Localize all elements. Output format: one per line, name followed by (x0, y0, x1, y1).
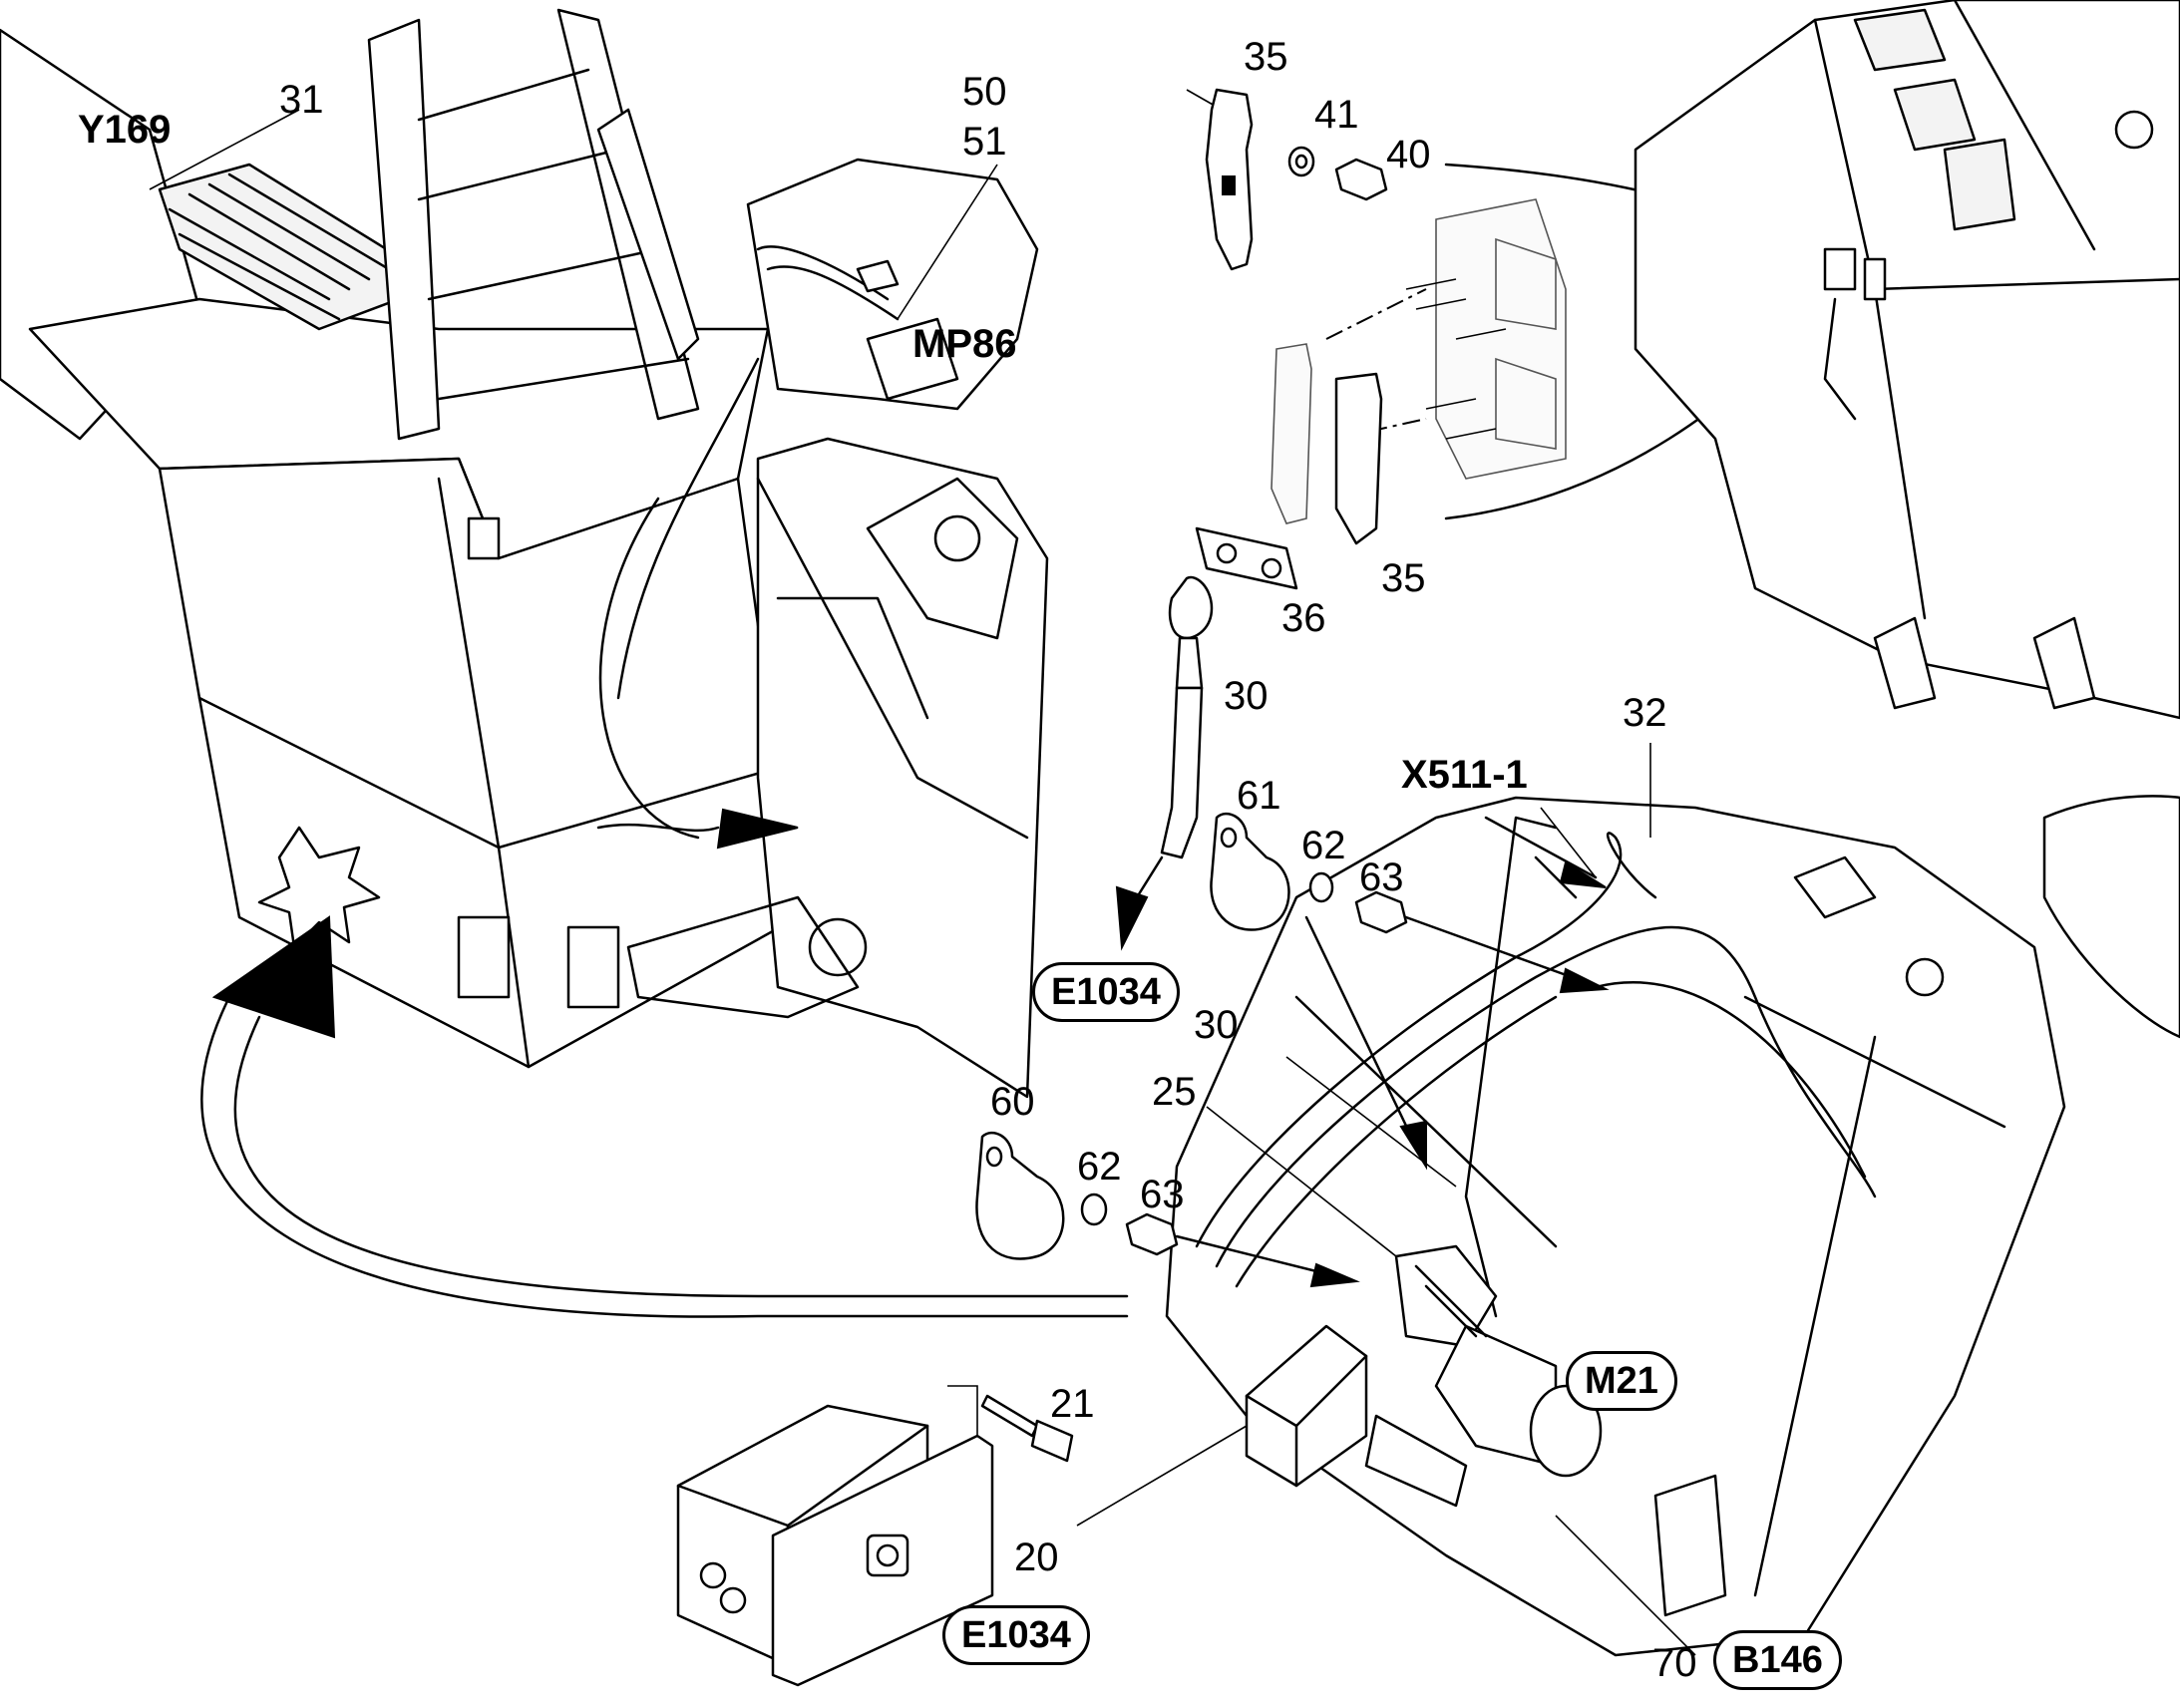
callout-35-top: 35 (1244, 35, 1288, 79)
callout-30-low: 30 (1194, 1003, 1239, 1047)
callout-40: 40 (1386, 133, 1431, 176)
leader-arrows (1175, 816, 1610, 1288)
stud-bolts (1405, 278, 1507, 440)
nut-40 (1334, 158, 1388, 201)
callout-62-low: 62 (1077, 1145, 1122, 1189)
nut-63-top (1354, 890, 1408, 934)
callout-63-top: 63 (1359, 855, 1404, 899)
callout-30-cable: 30 (1224, 674, 1269, 718)
washer-62-top (1308, 871, 1334, 903)
left-chassis-assembly (0, 8, 800, 1069)
mast-frame (367, 8, 700, 441)
callout-51: 51 (962, 120, 1007, 164)
callout-25: 25 (1152, 1070, 1197, 1114)
fuse-strip-part (1186, 88, 1254, 271)
callout-y169: Y169 (78, 108, 172, 152)
callout-e1034-low: E1034 (942, 1605, 1090, 1665)
label-leaders (149, 109, 1696, 1656)
right-frame-assembly (1634, 0, 2180, 720)
callout-e1034-top: E1034 (1032, 962, 1180, 1022)
callout-mp86: MP86 (912, 322, 1017, 366)
nut-63-low (1125, 1212, 1179, 1256)
screw-21 (947, 1385, 1074, 1463)
callout-70: 70 (1652, 1641, 1697, 1685)
callout-21: 21 (1050, 1382, 1095, 1426)
fuse-holder-block (1271, 198, 1567, 545)
callout-35-mid: 35 (1381, 556, 1426, 600)
cable-carrier-chain (158, 163, 421, 331)
callout-32: 32 (1623, 691, 1667, 735)
lower-frame-assembly (1165, 795, 2180, 1657)
callout-60: 60 (990, 1080, 1035, 1124)
junction-box-20 (1245, 1324, 1368, 1488)
flow-arrow-left (200, 915, 1129, 1318)
callout-31: 31 (279, 78, 324, 122)
mp86-detail-bubble (746, 158, 1039, 411)
callout-50: 50 (962, 70, 1007, 114)
callout-63-low: 63 (1140, 1173, 1185, 1216)
callout-62-top: 62 (1301, 824, 1346, 867)
detail-panel-frame (596, 437, 1049, 1099)
callout-61: 61 (1237, 774, 1281, 818)
callout-m21: M21 (1566, 1351, 1677, 1411)
washer-62-low (1080, 1193, 1108, 1226)
wire-harness-32 (1195, 832, 1877, 1288)
link-plate-36 (1195, 526, 1298, 590)
cutaway-star-marker (257, 826, 381, 949)
callout-36: 36 (1281, 596, 1326, 640)
housing-e1034 (676, 1404, 994, 1687)
cable-clamp-61 (1210, 812, 1290, 931)
lead-curve-2 (616, 357, 760, 700)
battery-cable-30 (1115, 575, 1214, 951)
callout-x511-1: X511-1 (1401, 753, 1528, 797)
lead-curve-1 (598, 497, 700, 840)
callout-b146: B146 (1713, 1630, 1842, 1690)
callout-41: 41 (1314, 93, 1359, 137)
motor-m21 (1364, 1244, 1603, 1508)
cable-clamp-60 (975, 1131, 1065, 1260)
callout-20: 20 (1014, 1536, 1059, 1579)
